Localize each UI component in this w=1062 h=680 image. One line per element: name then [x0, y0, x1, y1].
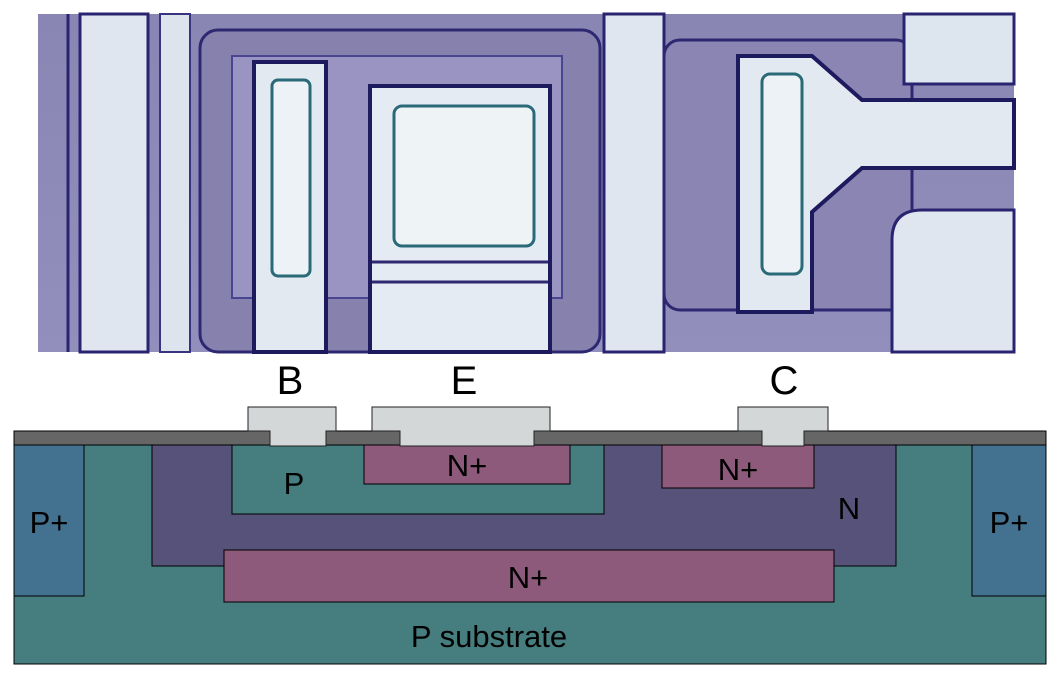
emitter-contact-window — [392, 104, 536, 248]
isolation-left-region — [13, 443, 85, 597]
metal-strip-left — [78, 12, 150, 354]
metal-strip-left-narrow — [159, 13, 191, 353]
epi-n-label: N — [838, 491, 860, 526]
metal-strip-top-right — [902, 12, 1016, 86]
emitter-terminal-label: E — [451, 359, 478, 403]
collector-terminal-label: C — [770, 359, 799, 403]
isolation-left-label: P+ — [30, 505, 69, 540]
collector-n-plus-label: N+ — [718, 452, 759, 487]
base-terminal-label: B — [277, 359, 304, 403]
emitter-n-plus-label: N+ — [447, 448, 488, 483]
isolation-right-label: P+ — [990, 505, 1029, 540]
metal-strip-right — [890, 208, 1016, 354]
base-p-label: P — [284, 466, 305, 501]
collector-metal-contact — [737, 406, 829, 447]
isolation-right-region — [971, 443, 1047, 597]
substrate-label: P substrate — [411, 619, 567, 654]
metal-strip-center — [602, 12, 666, 354]
emitter-metal-contact — [371, 406, 551, 447]
collector-contact-metal — [736, 54, 1016, 314]
die-photo — [38, 12, 1016, 354]
emitter-n-plus-region — [363, 443, 571, 485]
buried-n-plus-label: N+ — [508, 560, 549, 595]
base-contact-window — [270, 78, 312, 278]
buried-n-plus-region — [223, 549, 835, 603]
cross-section: B E C P N+ N+ N N+ P+ P+ P substrate — [13, 359, 1047, 665]
base-metal-contact — [247, 406, 337, 447]
collector-n-plus-region — [661, 443, 815, 489]
collector-contact-window — [760, 72, 804, 276]
